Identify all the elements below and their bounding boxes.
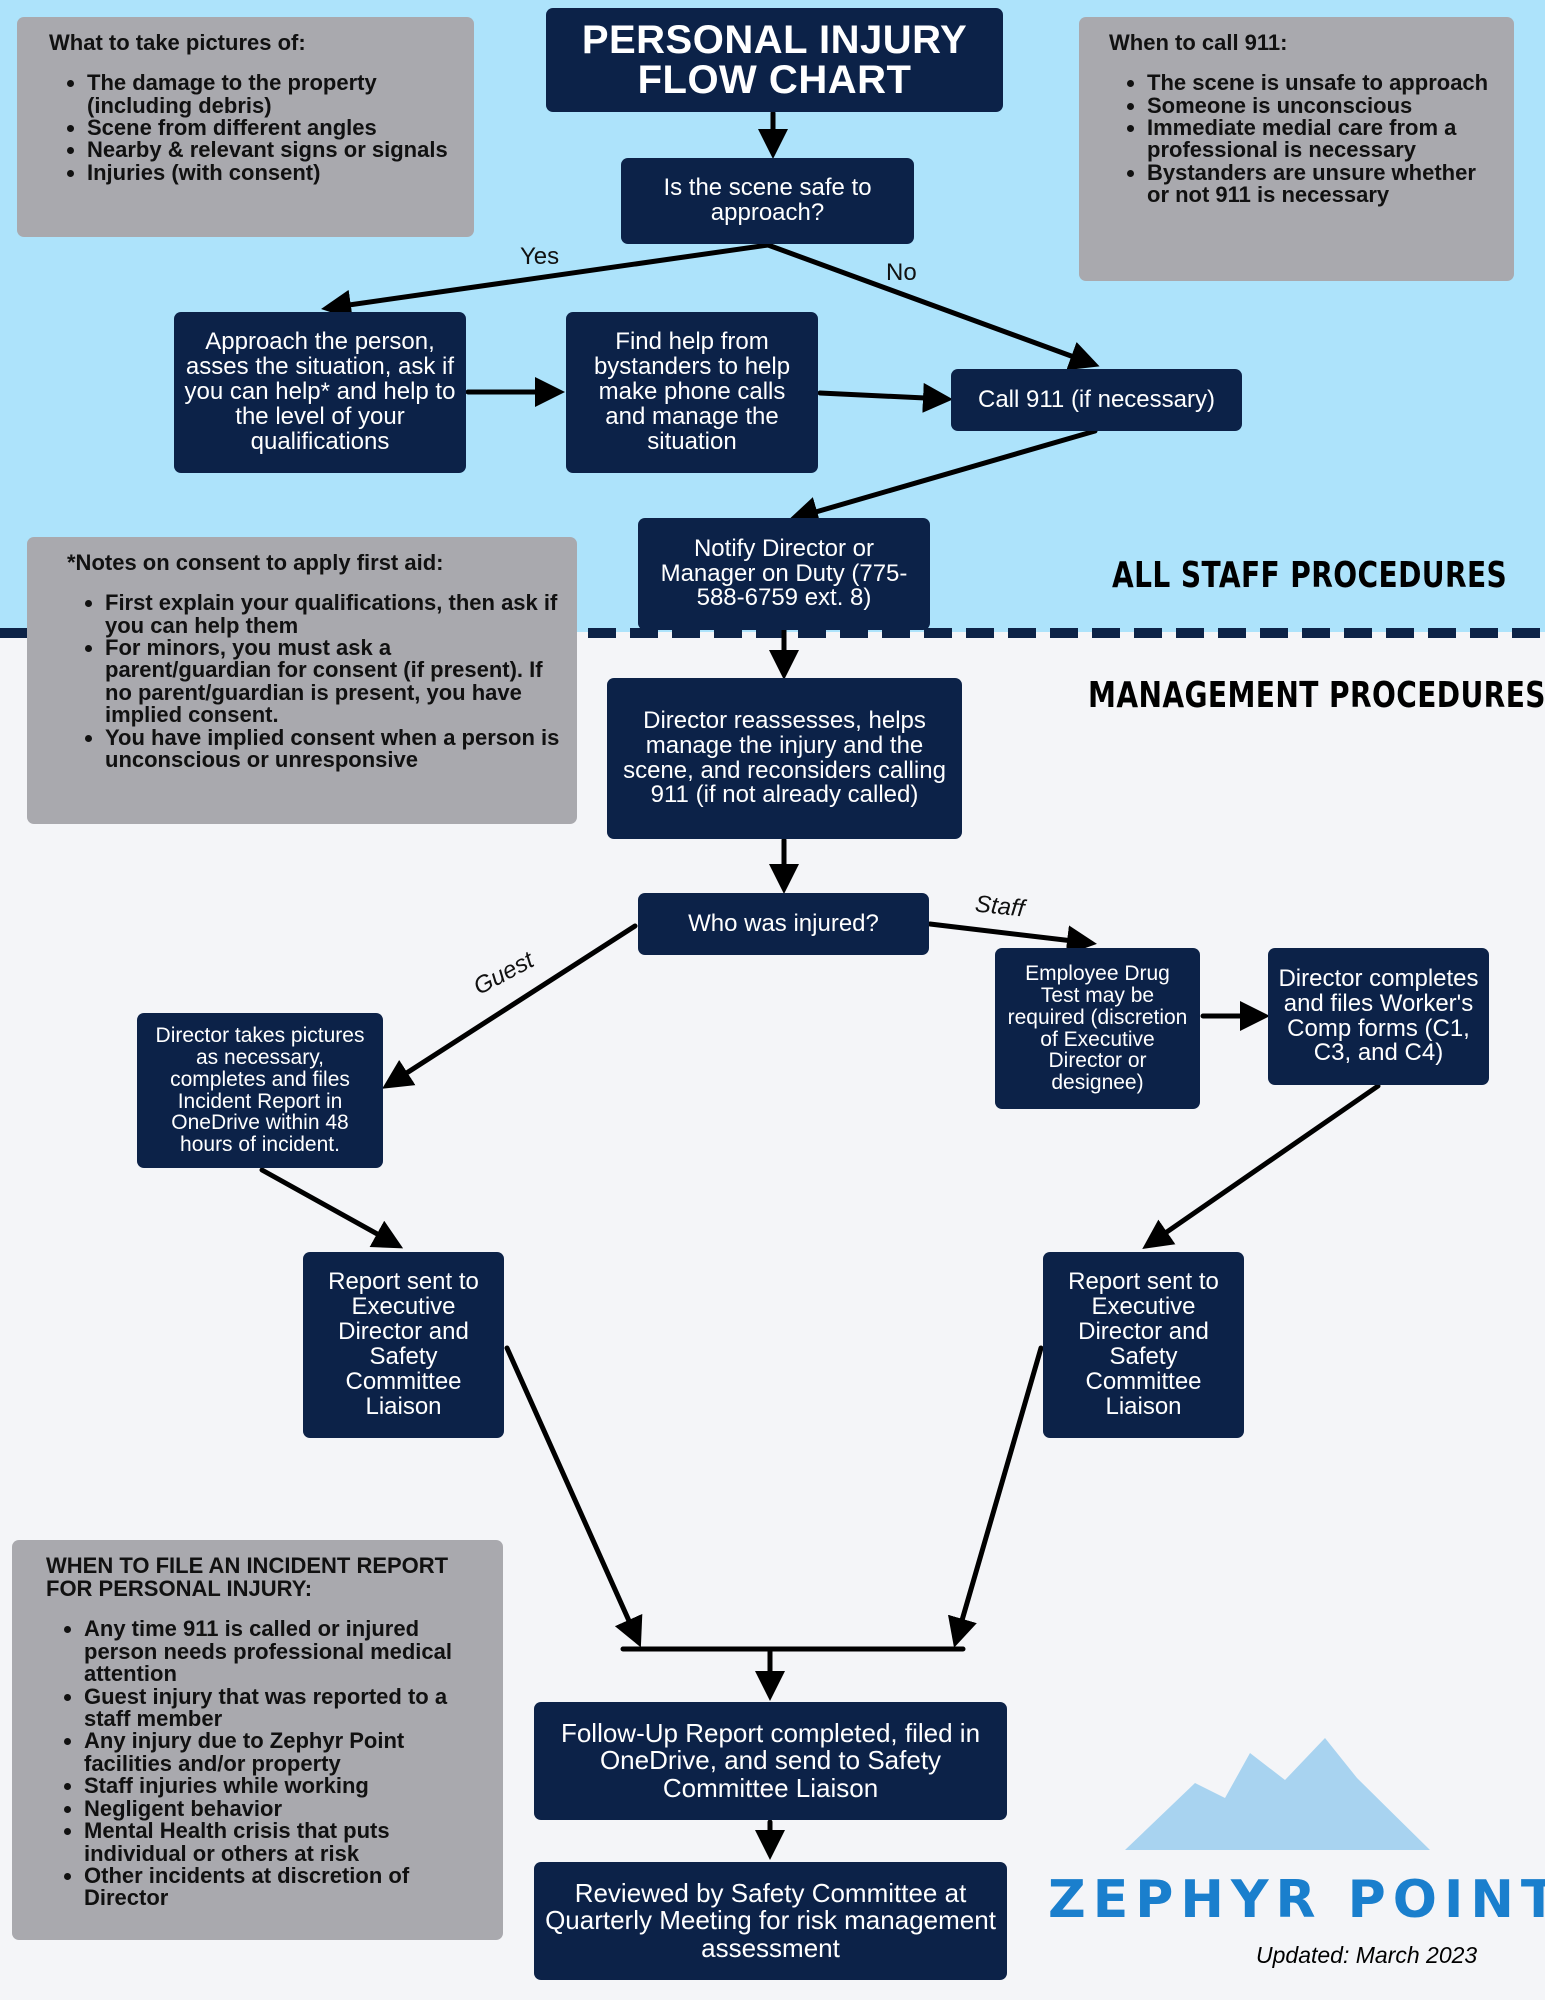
- node-scene-safe: Is the scene safe to approach?: [621, 158, 914, 244]
- pictures-note: What to take pictures of: The damage to …: [17, 17, 474, 237]
- call911-note-title: When to call 911:: [1109, 30, 1288, 55]
- node-director-reassesses: Director reassesses, helps manage the in…: [607, 678, 962, 839]
- consent-note-item: For minors, you must ask a parent/guardi…: [105, 636, 563, 727]
- consent-note-item: First explain your qualifications, then …: [105, 591, 563, 637]
- call911-note-item: The scene is unsafe to approach: [1147, 71, 1500, 94]
- incident-report-note: WHEN TO FILE AN INCIDENT REPORT FOR PERS…: [12, 1540, 503, 1940]
- arrow-who-staff: [927, 921, 1097, 956]
- logo-wordmark: ZEPHYR POINT: [1048, 1870, 1545, 1930]
- staff-section-label: ALL STAFF PROCEDURES: [1112, 555, 1508, 596]
- mountain-icon: [1125, 1738, 1430, 1850]
- pictures-note-item: The damage to the property (including de…: [87, 71, 460, 117]
- incident-note-item: Any injury due to Zephyr Point facilitie…: [84, 1730, 489, 1775]
- call911-note-item: Immediate medial care from a professiona…: [1147, 116, 1500, 162]
- edge-label-no: No: [886, 259, 917, 286]
- node-notify-director: Notify Director or Manager on Duty (775-…: [638, 518, 930, 630]
- call911-note: When to call 911: The scene is unsafe to…: [1079, 17, 1514, 281]
- node-find-bystanders: Find help from bystanders to help make p…: [566, 312, 818, 473]
- chart-title: PERSONAL INJURY FLOW CHART: [546, 8, 1003, 112]
- node-drug-test: Employee Drug Test may be required (disc…: [995, 948, 1200, 1109]
- arrow-bystanders-to-call911: [817, 382, 953, 413]
- pictures-note-item: Injuries (with consent): [87, 161, 460, 184]
- node-guest-pictures: Director takes pictures as necessary, co…: [137, 1013, 383, 1168]
- updated-date: Updated: March 2023: [1256, 1942, 1478, 1968]
- title-line-2: FLOW CHART: [637, 58, 912, 102]
- call911-note-item: Bystanders are unsure whether or not 911…: [1147, 161, 1500, 207]
- title-line-1: PERSONAL INJURY: [581, 18, 968, 62]
- node-workers-comp: Director completes and files Worker's Co…: [1268, 948, 1489, 1085]
- node-reviewed-by-committee: Reviewed by Safety Committee at Quarterl…: [534, 1862, 1007, 1980]
- arrow-report-right-to-merge: [948, 1345, 1044, 1648]
- arrow-who-guest: [382, 923, 638, 1089]
- edge-label-yes: Yes: [520, 243, 560, 270]
- incident-note-item: Guest injury that was reported to a staf…: [84, 1685, 489, 1731]
- management-section-label: MANAGEMENT PROCEDURES: [1088, 675, 1545, 716]
- arrow-guest-to-report: [259, 1167, 404, 1249]
- arrow-safe-yes: [321, 242, 771, 320]
- consent-note-title: *Notes on consent to apply first aid:: [67, 550, 444, 575]
- pictures-note-title: What to take pictures of:: [49, 30, 306, 55]
- node-follow-up-report: Follow-Up Report completed, filed in One…: [534, 1702, 1007, 1820]
- incident-note-title: WHEN TO FILE AN INCIDENT REPORT FOR PERS…: [46, 1553, 449, 1602]
- incident-note-item: Other incidents at discretion of Directo…: [84, 1864, 489, 1910]
- node-report-right: Report sent to Executive Director and Sa…: [1043, 1252, 1244, 1438]
- incident-note-item: Staff injuries while working: [84, 1774, 489, 1797]
- arrow-comp-to-report: [1142, 1083, 1381, 1249]
- arrow-report-left-to-merge: [504, 1345, 643, 1648]
- section-divider: [0, 628, 1545, 638]
- pictures-note-item: Nearby & relevant signs or signals: [87, 138, 460, 161]
- incident-note-item: Negligent behavior: [84, 1797, 489, 1820]
- consent-note: *Notes on consent to apply first aid: Fi…: [27, 537, 577, 824]
- node-who-injured: Who was injured?: [638, 893, 929, 955]
- pictures-note-item: Scene from different angles: [87, 116, 460, 139]
- incident-note-item: Any time 911 is called or injured person…: [84, 1617, 489, 1685]
- node-report-left: Report sent to Executive Director and Sa…: [303, 1252, 504, 1438]
- arrow-safe-no: [765, 242, 1100, 371]
- node-approach-person: Approach the person, asses the situation…: [174, 312, 466, 473]
- incident-note-item: Mental Health crisis that puts individua…: [84, 1819, 489, 1865]
- node-call-911: Call 911 (if necessary): [951, 369, 1242, 431]
- consent-note-item: You have implied consent when a person i…: [105, 726, 563, 772]
- arrow-call911-to-notify: [788, 428, 1098, 527]
- edge-label-staff: Staff: [973, 890, 1026, 923]
- call911-note-item: Someone is unconscious: [1147, 94, 1500, 117]
